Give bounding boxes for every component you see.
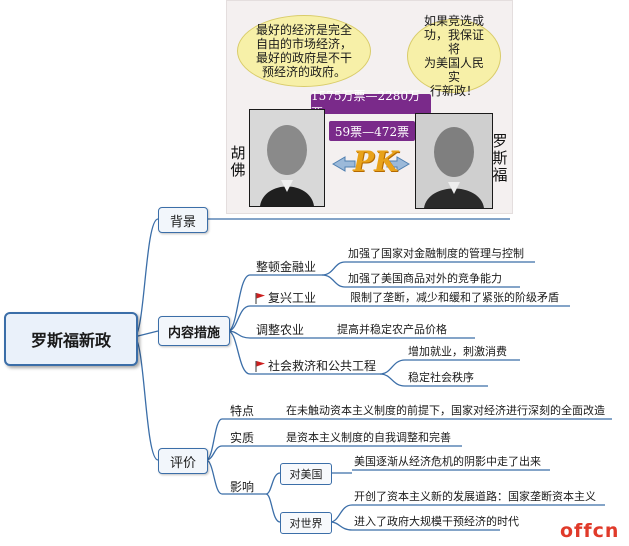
hoover-speech-bubble: 最好的经济是完全 自由的市场经济， 最好的政府是不干 预经济的政府。 [237,15,371,87]
branch-measures: 内容措施 [158,316,230,346]
red-flag-icon [255,361,265,372]
influence-world-node: 对世界 [280,512,332,534]
watermark-logo: offcn [560,520,620,542]
measure-finance: 整顿金融业 [256,260,317,274]
roosevelt-name: 罗 斯 福 [492,132,508,184]
eval-feature-label: 特点 [230,404,255,418]
roosevelt-portrait [415,113,493,209]
eval-essence-text: 是资本主义制度的自我调整和完善 [286,431,451,444]
electoral-vote-box: 59票—472票 [329,121,415,141]
election-illustration: 最好的经济是完全 自由的市场经济， 最好的政府是不干 预经济的政府。 如果竞选成… [226,0,513,214]
arrow-icon [332,156,410,172]
branch-background: 背景 [158,207,208,233]
red-flag-icon [255,293,265,304]
roosevelt-speech-bubble: 如果竞选成 功，我保证将 为美国人民实 行新政！ [407,14,501,98]
influence-world-item-2: 进入了政府大规模干预经济的时代 [354,515,519,528]
eval-feature-text: 在未触动资本主义制度的前提下，国家对经济进行深刻的全面改造 [286,404,605,417]
relief-item-1: 增加就业，刺激消费 [408,345,507,358]
finance-item-2: 加强了美国商品对外的竞争能力 [348,272,502,285]
popular-vote-box: 1575万票—2280万票 [311,89,431,120]
hoover-name: 胡 佛 [230,144,246,179]
measure-relief: 社会救济和公共工程 [268,359,377,373]
root-node: 罗斯福新政 [4,312,138,366]
industry-item: 限制了垄断，减少和缓和了紧张的阶级矛盾 [350,291,559,304]
influence-usa-node: 对美国 [280,463,332,485]
branch-evaluation: 评价 [158,448,208,474]
hoover-portrait [249,109,325,207]
finance-item-1: 加强了国家对金融制度的管理与控制 [348,247,524,260]
eval-influence-label: 影响 [230,480,255,494]
eval-essence-label: 实质 [230,431,255,445]
influence-world-item-1: 开创了资本主义新的发展道路：国家垄断资本主义 [354,490,596,503]
measure-industry: 复兴工业 [268,291,317,305]
pk-text: PK [353,145,399,178]
influence-usa-text: 美国逐渐从经济危机的阴影中走了出来 [354,455,541,468]
measure-agriculture: 调整农业 [256,323,305,337]
pk-badge: PK [331,145,411,179]
relief-item-2: 稳定社会秩序 [408,371,474,384]
agriculture-item: 提高并稳定农产品价格 [337,323,447,336]
